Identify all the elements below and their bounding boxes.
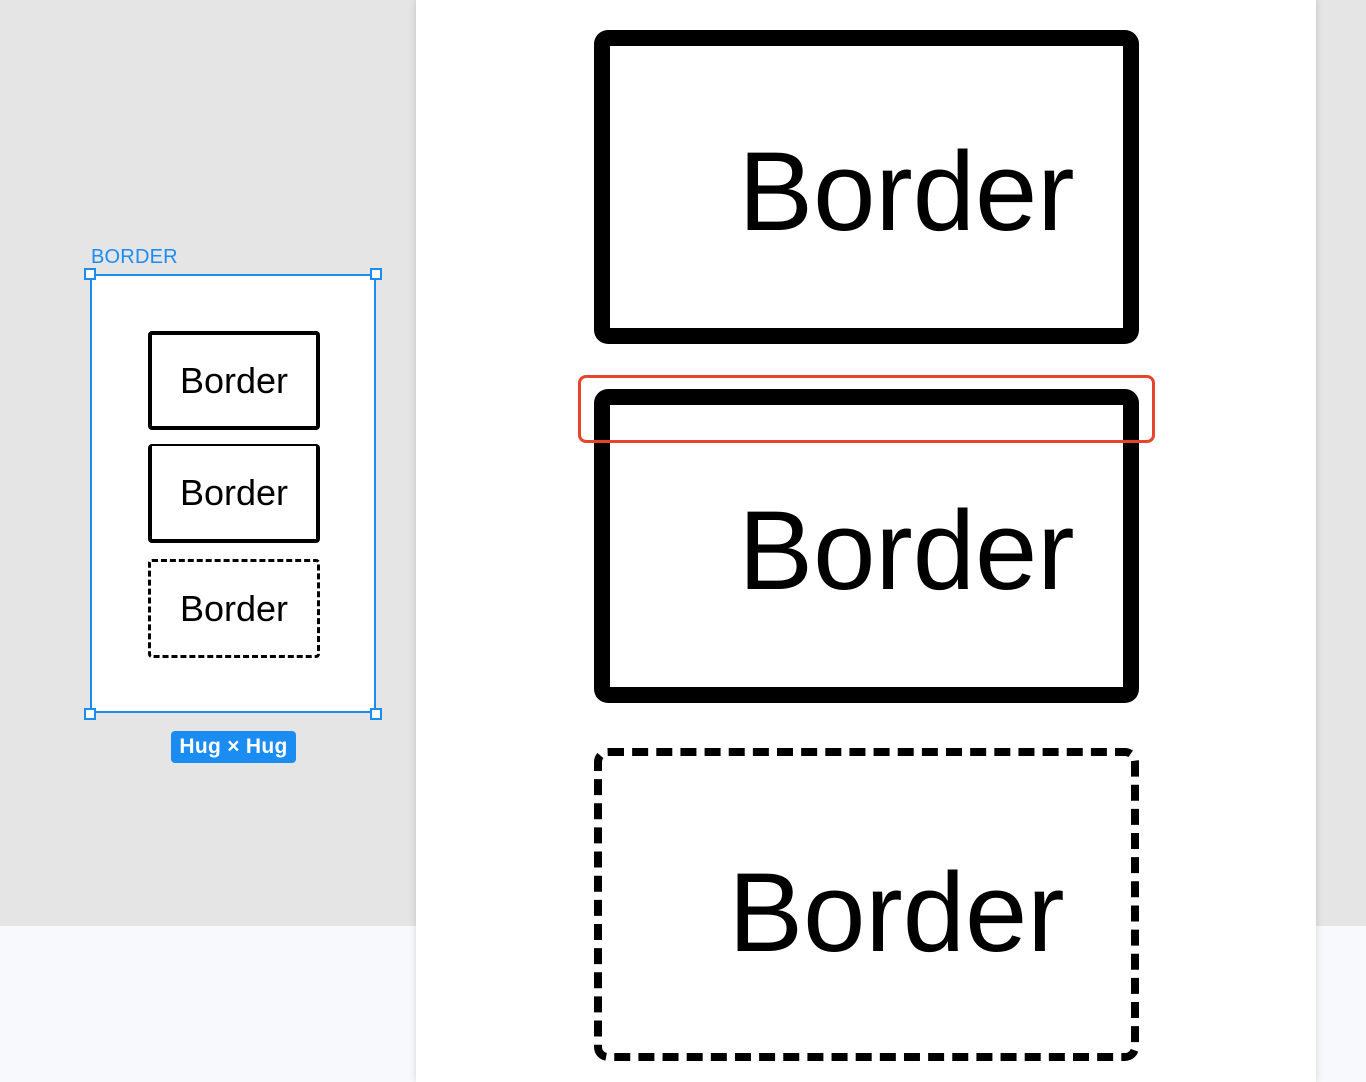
preview-border-box-solid: Border	[594, 30, 1139, 344]
preview-border-box-dashed: Border	[594, 748, 1139, 1061]
border-box-top-thin[interactable]: Border	[148, 444, 320, 543]
size-badge: Hug × Hug	[171, 731, 296, 763]
top-border-highlight	[578, 375, 1155, 443]
resize-handle-top-left[interactable]	[84, 268, 96, 280]
resize-handle-top-right[interactable]	[370, 268, 382, 280]
resize-handle-bottom-right[interactable]	[370, 708, 382, 720]
frame-name-label[interactable]: BORDER	[91, 246, 178, 268]
border-box-label: Border	[179, 359, 289, 401]
border-box-label: Border	[179, 587, 289, 629]
preview-border-label: Border	[738, 488, 1075, 613]
border-box-solid[interactable]: Border	[148, 331, 320, 430]
preview-border-label: Border	[728, 849, 1065, 975]
preview-border-label: Border	[738, 129, 1075, 254]
border-box-dashed[interactable]: Border	[148, 559, 320, 658]
border-box-label: Border	[179, 471, 289, 513]
resize-handle-bottom-left[interactable]	[84, 708, 96, 720]
